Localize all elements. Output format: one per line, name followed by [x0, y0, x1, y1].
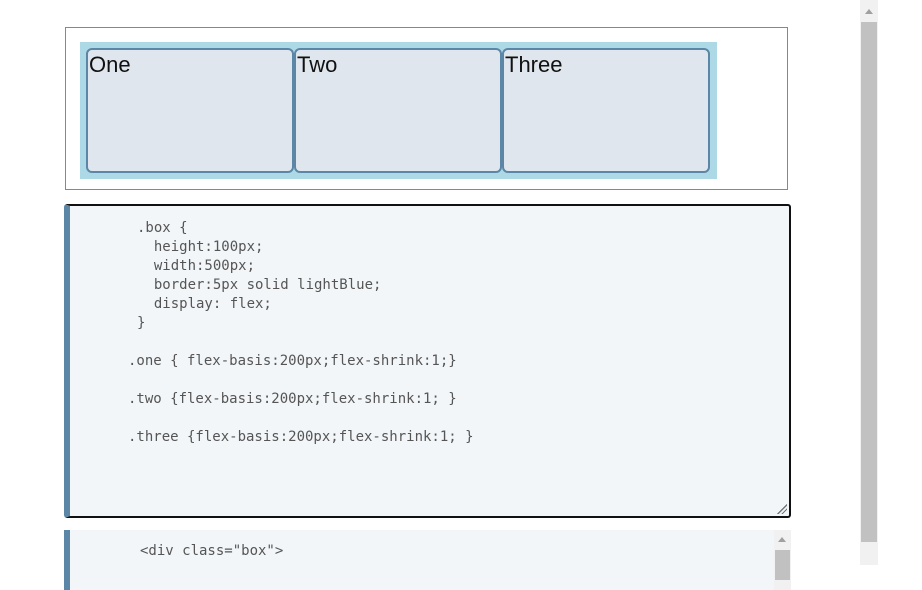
page-scrollbar[interactable] — [860, 0, 878, 565]
flex-item-two: Two — [294, 48, 502, 173]
code-line: border:5px solid lightBlue; — [137, 277, 382, 293]
code-line: } — [137, 315, 146, 331]
output-preview: One Two Three — [65, 27, 788, 190]
code-line: height:100px; — [137, 239, 264, 255]
flex-item-three: Three — [502, 48, 710, 173]
scrollbar-thumb[interactable] — [861, 22, 877, 542]
flex-item-one: One — [86, 48, 294, 173]
code-line: display: flex; — [137, 296, 272, 312]
scroll-up-arrow-icon[interactable] — [865, 9, 873, 14]
code-line: .one { flex-basis:200px;flex-shrink:1;} — [128, 353, 457, 369]
code-line: .two {flex-basis:200px;flex-shrink:1; } — [128, 391, 457, 407]
code-line: .box { — [137, 220, 188, 236]
resize-handle[interactable] — [777, 504, 787, 514]
flex-container-box: One Two Three — [80, 42, 717, 179]
css-code-editor[interactable]: .box { height:100px; width:500px; border… — [64, 204, 791, 518]
code-line: .three {flex-basis:200px;flex-shrink:1; … — [128, 429, 474, 445]
html-code-editor[interactable]: <div class="box"> — [64, 530, 791, 590]
scroll-up-arrow-icon[interactable] — [778, 537, 786, 542]
scrollbar-thumb[interactable] — [775, 550, 790, 580]
code-line: width:500px; — [137, 258, 256, 274]
editor-scrollbar[interactable] — [774, 530, 791, 590]
code-line: <div class="box"> — [140, 543, 284, 559]
